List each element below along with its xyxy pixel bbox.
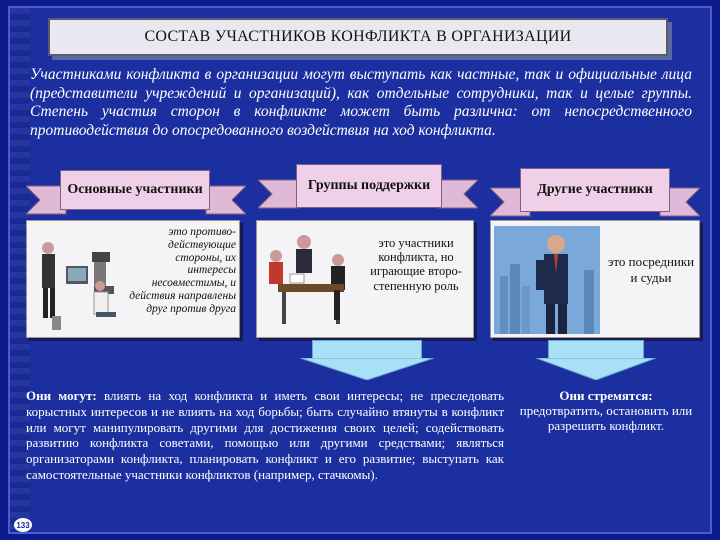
- they-can-paragraph: Они могут: влиять на ход конфликта и име…: [26, 388, 504, 483]
- category-description: это участники конфликта, но играющие вто…: [370, 236, 462, 293]
- category-label: Основные участники: [67, 182, 203, 197]
- they-strive-text: предотвратить, остановить или разрешить …: [519, 403, 693, 433]
- arrow-head-left: [300, 358, 434, 380]
- arrow-head-right: [536, 358, 656, 380]
- ribbon-2-tails: [258, 179, 478, 209]
- page-title: СОСТАВ УЧАСТНИКОВ КОНФЛИКТА В ОРГАНИЗАЦИ…: [144, 28, 572, 45]
- category-main-participants: Основные участники: [60, 170, 210, 210]
- category-other-participants: Другие участники: [520, 168, 670, 212]
- arrow-down-left: [312, 340, 422, 360]
- they-strive-block: Они стремятся: предотвратить, остановить…: [518, 388, 694, 433]
- businessman-illustration: [494, 226, 600, 334]
- meeting-illustration: [260, 226, 360, 334]
- intro-paragraph: Участниками конфликта в организации могу…: [30, 66, 692, 139]
- category-label: Группы поддержки: [307, 178, 431, 193]
- category-label: Другие участники: [537, 182, 653, 197]
- side-stripes: [10, 8, 30, 532]
- category-support-groups: Группы поддержки: [296, 164, 442, 208]
- title-box: СОСТАВ УЧАСТНИКОВ КОНФЛИКТА В ОРГАНИЗАЦИ…: [48, 18, 668, 56]
- page-number: 133: [16, 520, 30, 530]
- they-strive-lead: Они стремятся:: [559, 388, 653, 403]
- office-workers-illustration: [30, 226, 130, 334]
- category-description: это противо-действующие стороны, их инте…: [129, 226, 236, 315]
- arrow-down-right: [548, 340, 644, 360]
- they-can-text: влиять на ход конфликта и иметь свои инт…: [26, 388, 505, 482]
- they-can-lead: Они могут:: [26, 388, 97, 403]
- category-description: это посредники и судьи: [607, 254, 695, 285]
- page-number-badge: 133: [14, 518, 32, 532]
